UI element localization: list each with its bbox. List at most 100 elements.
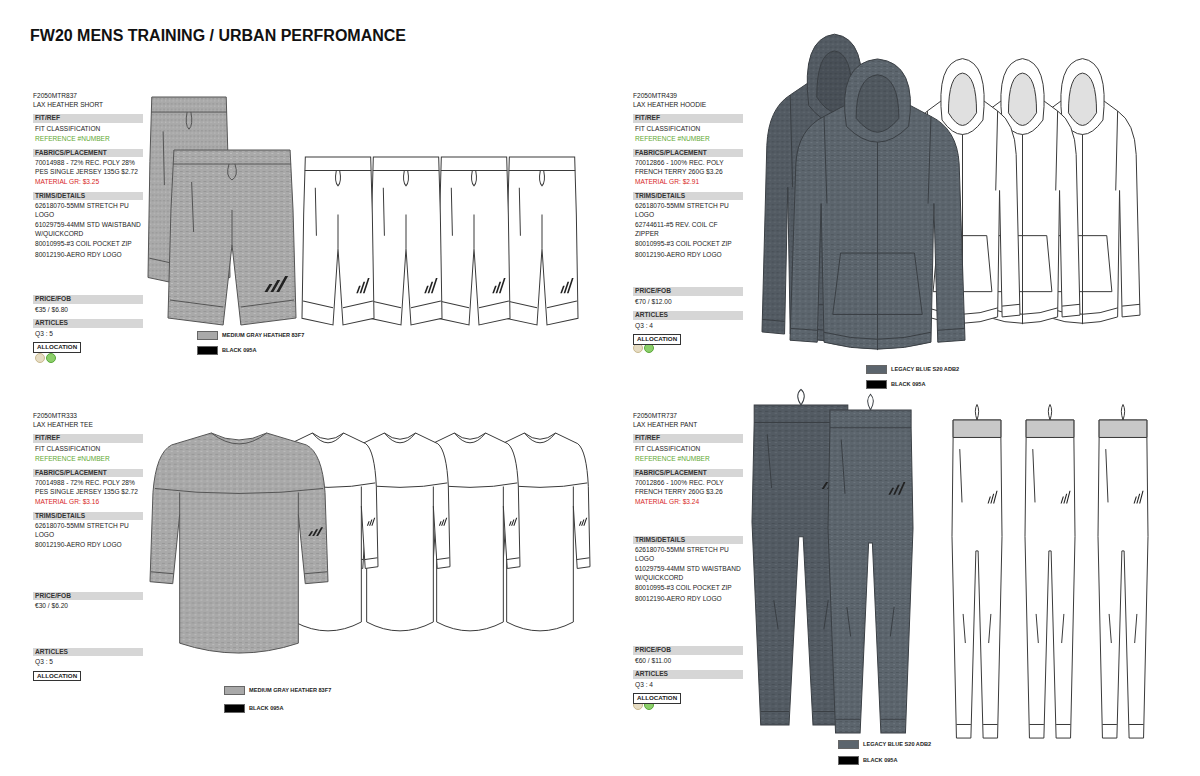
hoodie-front <box>790 59 965 350</box>
band-heading: PRICE/FOB <box>633 287 743 296</box>
spec-text: 80010995-#3 COIL POCKET ZIP <box>33 240 143 249</box>
spec-column: F2050MTR333LAX HEATHER TEEFIT/REFFIT CLA… <box>33 412 143 681</box>
page-title: FW20 MENS TRAINING / URBAN PERFROMANCE <box>30 27 406 45</box>
spec-text: 61029759-44MM STD WAISTBAND W/QUICKCORD <box>33 221 143 238</box>
spec-band: TRIMS/DETAILS62618070-55MM STRETCH PU LO… <box>633 536 743 604</box>
spec-text: 70012866 - 100% REC. POLY FRENCH TERRY 2… <box>633 479 743 496</box>
band-heading: FABRICS/PLACEMENT <box>33 149 143 158</box>
spec-band: FABRICS/PLACEMENT70014988 - 72% REC. POL… <box>33 469 143 507</box>
spec-text: 62618070-55MM STRETCH PU LOGO <box>33 202 143 219</box>
spec-text: Q3 : 5 <box>33 658 143 667</box>
spec-column: F2050MTR737LAX HEATHER PANT FIT/REF FIT CL… <box>633 412 743 704</box>
color-swatch <box>224 704 245 713</box>
spec-text: Q3 : 5 <box>33 330 143 339</box>
color-name: MEDIUM GRAY HEATHER 83F7 <box>222 331 304 340</box>
legend-row: BLACK 095A <box>838 756 931 772</box>
shorts-flat <box>438 157 510 325</box>
spec-text: Q3 : 4 <box>633 681 743 690</box>
color-swatch <box>838 740 859 749</box>
spec-text: €35 / $6.80 <box>33 306 143 315</box>
band-heading: FIT/REF <box>33 434 143 443</box>
spec-band: PRICE/FOB €70 / $12.00 <box>633 287 743 306</box>
legend-row: LEGACY BLUE S20 ADB2 <box>866 365 959 380</box>
spec-text: 70014988 - 72% REC. POLY 28% PES SINGLE … <box>33 479 143 496</box>
band-heading: ALLOCATION <box>37 343 77 352</box>
band-heading: FIT/REF <box>633 434 743 443</box>
legend-row: BLACK 095A <box>197 346 304 361</box>
band-heading: FIT/REF <box>633 114 743 123</box>
spec-text: 62618070-55MM STRETCH PU LOGO <box>633 546 743 563</box>
color-swatch <box>197 346 218 355</box>
color-name: BLACK 095A <box>249 704 284 713</box>
spec-band: FIT/REF FIT CLASSIFICATIONREFERENCE #NUMB… <box>633 434 743 464</box>
allocation-box: ALLOCATION <box>33 671 81 682</box>
legend-row: LEGACY BLUE S20 ADB2 <box>838 740 931 756</box>
pant-waistband <box>953 420 1001 437</box>
spec-text: 62618070-55MM STRETCH PU LOGO <box>633 202 743 219</box>
spec-text: 80012190-AERO RDY LOGO <box>633 251 743 260</box>
style-code: F2050MTR837 <box>33 92 143 101</box>
colorway-legend: LEGACY BLUE S20 ADB2BLACK 095A <box>866 365 959 395</box>
spec-band: PRICE/FOB €60 / $11.00 <box>633 646 743 665</box>
spec-text: €60 / $11.00 <box>633 657 743 666</box>
spec-text: REFERENCE #NUMBER <box>633 135 743 144</box>
spec-text: FIT CLASSIFICATION <box>633 125 743 134</box>
allocation-box: ALLOCATION <box>33 342 81 353</box>
spec-text: MATERIAL GR: $3.16 <box>33 498 143 507</box>
spec-text: €70 / $12.00 <box>633 298 743 307</box>
style-name: LAX HEATHER HOODIE <box>633 101 743 110</box>
band-heading: ALLOCATION <box>637 335 677 344</box>
style-code: F2050MTR333 <box>33 412 143 421</box>
spec-text: 62744611-#5 REV. COIL CF ZIPPER <box>633 221 743 238</box>
spec-text: €30 / $6.20 <box>33 602 143 611</box>
band-heading: ARTICLES <box>33 648 143 657</box>
color-swatch <box>197 331 218 340</box>
allocation-box: ALLOCATION <box>633 693 681 704</box>
band-heading: PRICE/FOB <box>633 646 743 655</box>
color-name: BLACK 095A <box>891 380 926 389</box>
spec-band: FIT/REF FIT CLASSIFICATIONREFERENCE #NUMB… <box>633 114 743 144</box>
spec-band: PRICE/FOB€30 / $6.20 <box>33 592 143 611</box>
legend-row: MEDIUM GRAY HEATHER 83F7 <box>197 331 304 346</box>
spec-text: REFERENCE #NUMBER <box>33 455 143 464</box>
spec-text: 80012190-AERO RDY LOGO <box>33 541 143 550</box>
spec-text: FIT CLASSIFICATION <box>33 445 143 454</box>
color-name: BLACK 095A <box>222 346 257 355</box>
spec-band: ARTICLESQ3 : 5 <box>33 648 143 667</box>
band-heading: PRICE/FOB <box>33 295 143 304</box>
spec-text: FIT CLASSIFICATION <box>633 445 743 454</box>
spec-band: FABRICS/PLACEMENT70014988 - 72% REC. POL… <box>33 149 143 187</box>
spec-text: 61029759-44MM STD WAISTBAND W/QUICKCORD <box>633 565 743 582</box>
shorts-flat <box>302 157 374 325</box>
legend-row: BLACK 095A <box>224 704 331 722</box>
color-name: LEGACY BLUE S20 ADB2 <box>891 365 959 374</box>
spec-band: ARTICLES Q3 : 5 <box>33 319 143 338</box>
band-heading: FABRICS/PLACEMENT <box>633 149 743 158</box>
style-name: LAX HEATHER PANT <box>633 421 743 430</box>
spec-band: FIT/REFFIT CLASSIFICATIONREFERENCE #NUMB… <box>33 114 143 144</box>
band-heading: TRIMS/DETAILS <box>633 192 743 201</box>
spec-text: 80010995-#3 COIL POCKET ZIP <box>633 240 743 249</box>
tee-front <box>150 433 328 653</box>
band-heading: ARTICLES <box>633 670 743 679</box>
shorts-flat <box>370 157 442 325</box>
band-heading: FABRICS/PLACEMENT <box>33 469 143 478</box>
spec-text: 80012190-AERO RDY LOGO <box>633 595 743 604</box>
spec-text: 70014988 - 72% REC. POLY 28% PES SINGLE … <box>33 159 143 176</box>
style-code: F2050MTR737 <box>633 412 743 421</box>
pant-flat <box>952 404 1002 738</box>
pant-flat <box>1098 404 1148 738</box>
shorts-front <box>168 150 296 325</box>
band-heading: ARTICLES <box>33 319 143 328</box>
badge-icon <box>634 344 643 353</box>
pant-waistband <box>1026 420 1074 437</box>
band-heading: FABRICS/PLACEMENT <box>633 469 743 478</box>
color-swatch <box>224 686 245 695</box>
spec-column: F2050MTR439LAX HEATHER HOODIE FIT/REF FIT … <box>633 92 743 345</box>
pant-waistband <box>1099 420 1147 437</box>
spec-text: REFERENCE #NUMBER <box>633 455 743 464</box>
style-code: F2050MTR439 <box>633 92 743 101</box>
color-name: BLACK 095A <box>863 756 898 765</box>
